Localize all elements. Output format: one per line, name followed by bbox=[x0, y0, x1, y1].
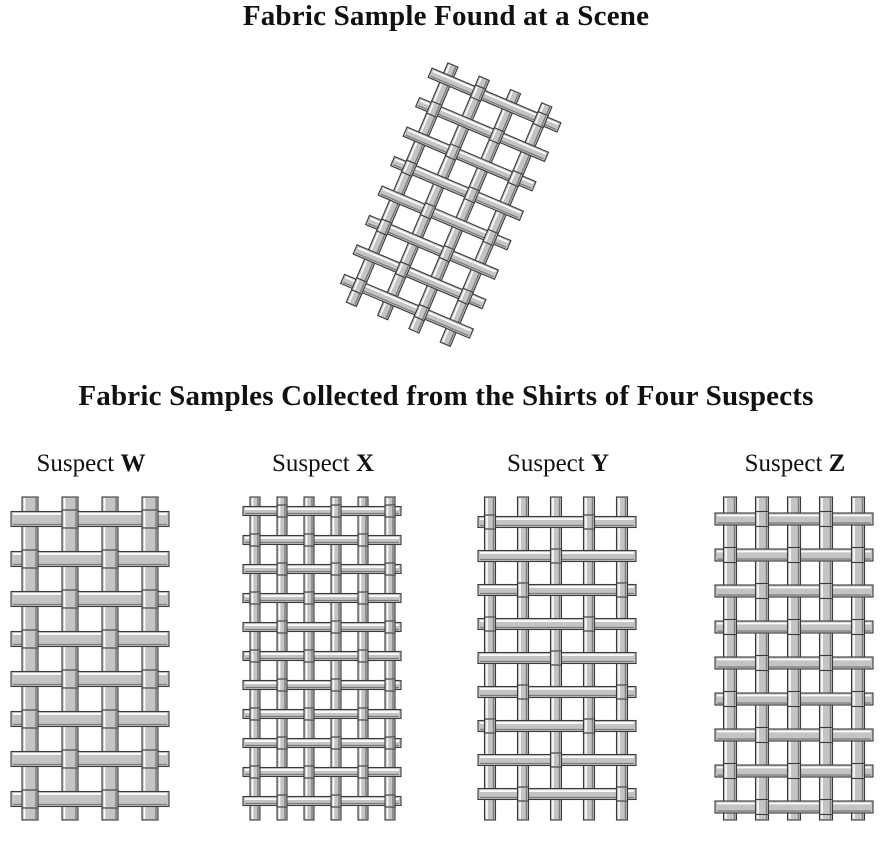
suspect-y-fabric bbox=[477, 496, 637, 821]
scene-sample-title: Fabric Sample Found at a Scene bbox=[242, 0, 650, 32]
suspect-w-fabric bbox=[10, 496, 170, 821]
scene-fabric-sample bbox=[339, 62, 562, 348]
suspect-z-fabric bbox=[714, 496, 874, 821]
weave-pattern bbox=[10, 496, 170, 821]
weave-pattern bbox=[714, 496, 874, 821]
suspect-y-label: Suspect Y bbox=[506, 450, 610, 477]
weave-pattern bbox=[339, 62, 562, 348]
weave-pattern bbox=[242, 496, 402, 821]
suspect-w-label: Suspect W bbox=[36, 450, 146, 477]
suspects-title: Fabric Samples Collected from the Shirts… bbox=[78, 380, 814, 412]
suspect-z-label: Suspect Z bbox=[744, 450, 846, 477]
scene-weave bbox=[339, 62, 562, 348]
weave-pattern bbox=[477, 496, 637, 821]
suspect-x-label: Suspect X bbox=[271, 450, 375, 477]
suspect-x-fabric bbox=[242, 496, 402, 821]
